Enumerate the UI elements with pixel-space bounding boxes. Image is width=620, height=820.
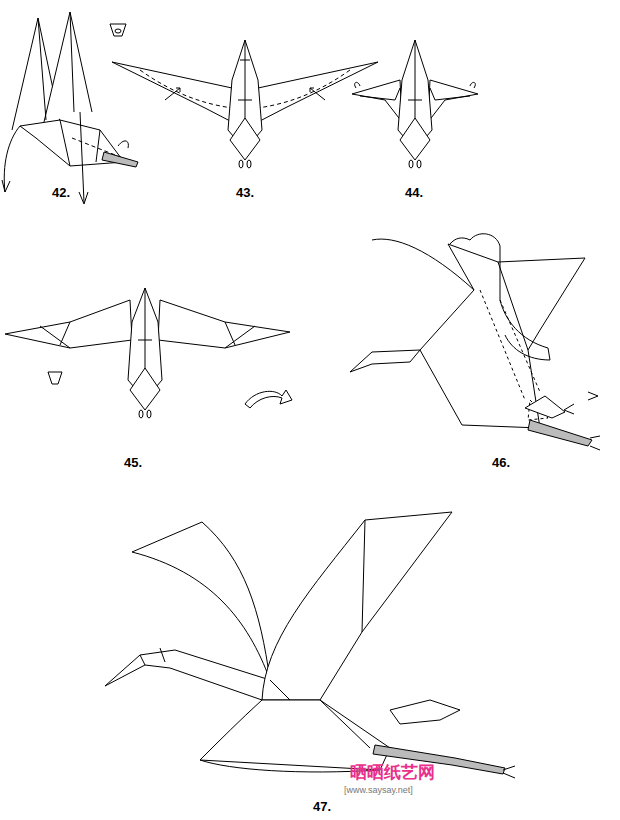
step-number: 46. bbox=[492, 456, 510, 470]
step-43-figure bbox=[112, 40, 378, 168]
step-44-figure bbox=[352, 40, 478, 168]
step-number: 47. bbox=[313, 800, 331, 814]
step-number: 44. bbox=[405, 186, 423, 200]
step-number: 43. bbox=[236, 186, 254, 200]
watermark: 晒晒纸艺网 bbox=[350, 764, 435, 783]
watermark-url: [www.saysay.net] bbox=[344, 786, 413, 796]
step-47-figure bbox=[105, 512, 515, 778]
step-42-figure bbox=[2, 12, 138, 204]
step-45-figure bbox=[5, 288, 292, 418]
step-46-figure bbox=[350, 234, 600, 450]
step-number: 45. bbox=[124, 456, 142, 470]
step-number: 42. bbox=[52, 186, 70, 200]
